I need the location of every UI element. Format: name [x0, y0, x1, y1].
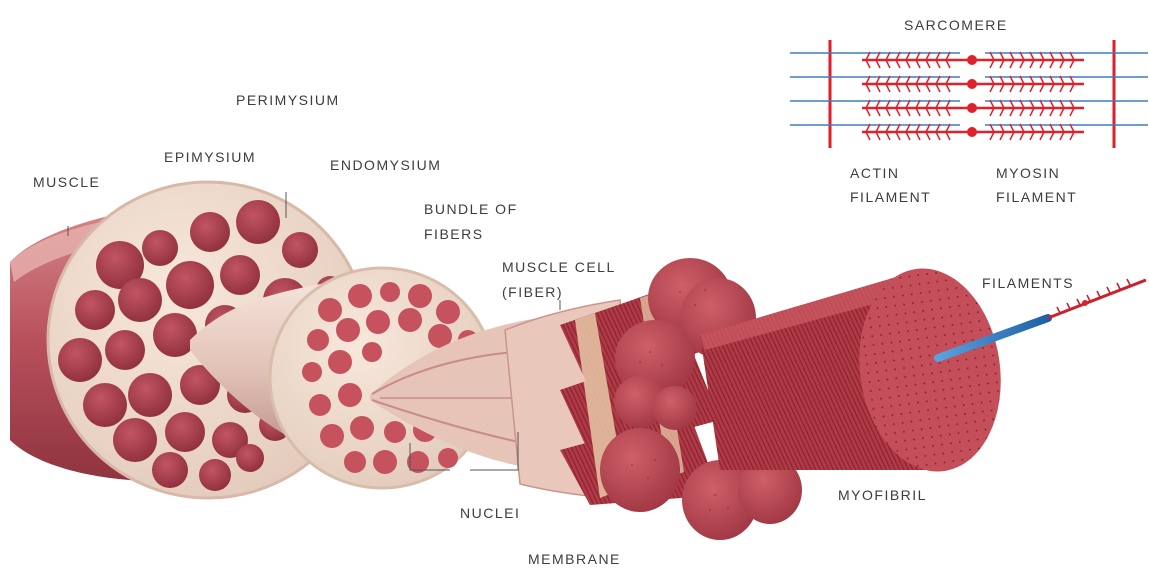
fascicle — [152, 452, 188, 488]
fascicle — [113, 418, 157, 462]
fiber — [373, 450, 397, 474]
label-bundle-of-fibers-line2: FIBERS — [424, 226, 484, 242]
label-actin-filament-line2: FILAMENT — [850, 189, 931, 205]
fascicle — [83, 383, 127, 427]
fiber — [408, 284, 432, 308]
fiber — [398, 308, 422, 332]
fascicle — [58, 338, 102, 382]
fascicle — [142, 230, 178, 266]
m-line-dot — [967, 103, 977, 113]
fiber — [328, 350, 352, 374]
label-epimysium: EPIMYSIUM — [164, 149, 256, 165]
fiber — [348, 284, 372, 308]
label-muscle-cell-line2: (FIBER) — [502, 284, 563, 300]
fascicle — [128, 373, 172, 417]
fiber — [302, 362, 322, 382]
fiber — [344, 451, 366, 473]
fascicle — [105, 330, 145, 370]
label-bundle-of-fibers-line1: BUNDLE OF — [424, 201, 518, 217]
label-actin-filament-line1: ACTIN — [850, 165, 900, 181]
fascicle — [220, 255, 260, 295]
label-membrane: MEMBRANE — [528, 551, 621, 567]
fascicle — [165, 412, 205, 452]
label-sarcomere: SARCOMERE — [904, 17, 1008, 33]
fiber — [362, 342, 382, 362]
fascicle — [236, 444, 264, 472]
fiber — [318, 298, 342, 322]
m-line-dot — [967, 79, 977, 89]
fiber — [336, 318, 360, 342]
fascicle — [118, 278, 162, 322]
label-myofibril: MYOFIBRIL — [838, 487, 927, 503]
label-perimysium: PERIMYSIUM — [236, 92, 340, 108]
fascicle — [166, 261, 214, 309]
fascicle — [190, 212, 230, 252]
fiber — [320, 424, 344, 448]
fascicle — [199, 459, 231, 491]
label-myosin-filament-line2: FILAMENT — [996, 189, 1077, 205]
fascicle — [282, 232, 318, 268]
fiber — [438, 448, 458, 468]
label-muscle: MUSCLE — [33, 174, 100, 190]
label-filaments: FILAMENTS — [982, 275, 1074, 291]
fiber — [366, 310, 390, 334]
fascicle — [236, 200, 280, 244]
fiber — [384, 421, 406, 443]
fiber — [350, 416, 374, 440]
fiber — [309, 394, 331, 416]
label-muscle-cell-line1: MUSCLE CELL — [502, 259, 616, 275]
fiber — [380, 282, 400, 302]
fascicle — [75, 290, 115, 330]
m-line-dot — [967, 55, 977, 65]
label-endomysium: ENDOMYSIUM — [330, 157, 441, 173]
sarcomere-diagram — [790, 40, 1148, 148]
fiber — [307, 329, 329, 351]
fiber — [338, 383, 362, 407]
m-line-dot — [967, 127, 977, 137]
fiber — [436, 300, 460, 324]
label-nuclei: NUCLEI — [460, 505, 520, 521]
label-myosin-filament-line1: MYOSIN — [996, 165, 1060, 181]
